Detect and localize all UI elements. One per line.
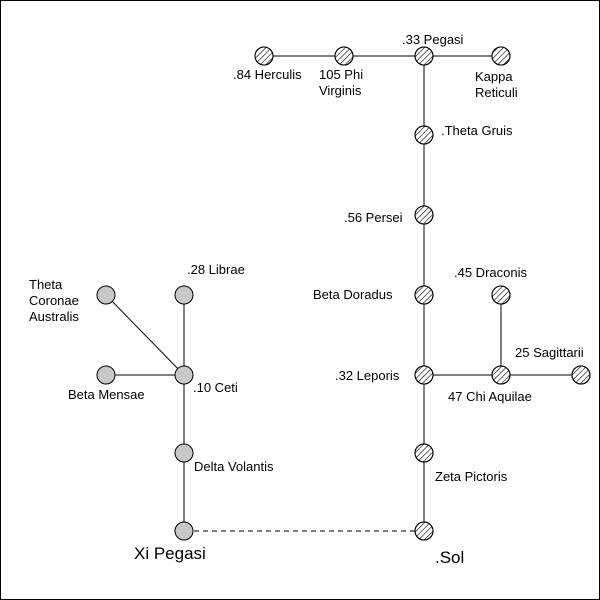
star-label-line: Reticuli: [475, 85, 518, 100]
star-node-circle: [96, 365, 116, 385]
star-label-thetagruis: .Theta Gruis: [441, 123, 513, 138]
star-label-herculis84: .84 Herculis: [233, 67, 302, 82]
star-label-line: Zeta Pictoris: [435, 469, 508, 484]
star-node-herculis84[interactable]: [254, 46, 274, 66]
star-label-sagittarii25: 25 Sagittarii: [515, 345, 584, 360]
star-label-line: Delta Volantis: [194, 459, 274, 474]
star-nodes: [96, 46, 591, 541]
star-node-hatch: [414, 205, 434, 225]
star-node-xipegasi[interactable]: [174, 521, 194, 541]
star-node-hatch: [571, 365, 591, 385]
star-label-line: Virginis: [319, 83, 362, 98]
star-label-xipegasi: Xi Pegasi: [134, 544, 206, 563]
star-label-librae28: .28 Librae: [187, 262, 245, 277]
star-node-hatch: [491, 46, 511, 66]
star-node-hatch: [414, 125, 434, 145]
star-node-hatch: [491, 365, 511, 385]
star-label-pegasi33: .33 Pegasi: [402, 32, 464, 47]
star-node-hatch: [334, 46, 354, 66]
star-label-line: Beta Mensae: [68, 387, 145, 402]
star-node-circle: [174, 443, 194, 463]
star-label-line: 25 Sagittarii: [515, 345, 584, 360]
star-label-line: .84 Herculis: [233, 67, 302, 82]
star-label-line: Coronae: [29, 293, 79, 308]
star-label-line: .Theta Gruis: [441, 123, 513, 138]
star-node-phivirginis105[interactable]: [334, 46, 354, 66]
star-node-circle: [174, 521, 194, 541]
star-node-hatch: [414, 285, 434, 305]
star-node-betamensae[interactable]: [96, 365, 116, 385]
star-label-line: .33 Pegasi: [402, 32, 464, 47]
star-node-sagittarii25[interactable]: [571, 365, 591, 385]
star-label-sol: .Sol: [435, 548, 464, 567]
star-label-line: .45 Draconis: [454, 265, 527, 280]
star-node-hatch: [414, 46, 434, 66]
star-node-hatch: [254, 46, 274, 66]
star-label-persei56: .56 Persei: [344, 210, 403, 225]
star-label-deltavolantis: Delta Volantis: [194, 459, 274, 474]
star-label-zetapictoris: Zeta Pictoris: [435, 469, 508, 484]
star-node-deltavolantis[interactable]: [174, 443, 194, 463]
star-node-pegasi33[interactable]: [414, 46, 434, 66]
star-node-circle: [96, 285, 116, 305]
star-node-hatch: [414, 365, 434, 385]
star-label-line: .Sol: [435, 548, 464, 567]
star-node-persei56[interactable]: [414, 205, 434, 225]
route-links: [105, 55, 581, 532]
star-node-kappareticuli[interactable]: [491, 46, 511, 66]
star-node-chiaquilae47[interactable]: [491, 365, 511, 385]
star-node-draconis45[interactable]: [491, 285, 511, 305]
star-label-line: Australis: [29, 309, 79, 324]
star-label-betamensae: Beta Mensae: [68, 387, 145, 402]
star-label-line: 47 Chi Aquilae: [448, 389, 532, 404]
star-node-sol[interactable]: [414, 521, 434, 541]
star-node-betadoradus[interactable]: [414, 285, 434, 305]
link-ceti10-thetacoronae: [105, 294, 185, 376]
star-label-leporis32: .32 Leporis: [335, 368, 400, 383]
star-node-hatch: [414, 443, 434, 463]
star-label-draconis45: .45 Draconis: [454, 265, 527, 280]
star-label-line: Xi Pegasi: [134, 544, 206, 563]
star-node-circle: [174, 285, 194, 305]
star-label-line: .10 Ceti: [193, 380, 238, 395]
star-label-betadoradus: Beta Doradus: [313, 287, 393, 302]
star-node-leporis32[interactable]: [414, 365, 434, 385]
star-node-thetacoronae[interactable]: [96, 285, 116, 305]
star-node-hatch: [491, 285, 511, 305]
star-label-line: 105 Phi: [319, 67, 363, 82]
star-node-zetapictoris[interactable]: [414, 443, 434, 463]
star-label-line: .28 Librae: [187, 262, 245, 277]
star-node-thetagruis[interactable]: [414, 125, 434, 145]
star-label-line: .56 Persei: [344, 210, 403, 225]
star-node-hatch: [414, 521, 434, 541]
star-label-chiaquilae47: 47 Chi Aquilae: [448, 389, 532, 404]
star-label-line: Beta Doradus: [313, 287, 393, 302]
star-node-librae28[interactable]: [174, 285, 194, 305]
star-label-line: Kappa: [475, 69, 513, 84]
star-node-ceti10[interactable]: [174, 365, 194, 385]
star-label-ceti10: .10 Ceti: [193, 380, 238, 395]
star-label-line: Theta: [29, 277, 63, 292]
star-label-line: .32 Leporis: [335, 368, 400, 383]
star-node-circle: [174, 365, 194, 385]
